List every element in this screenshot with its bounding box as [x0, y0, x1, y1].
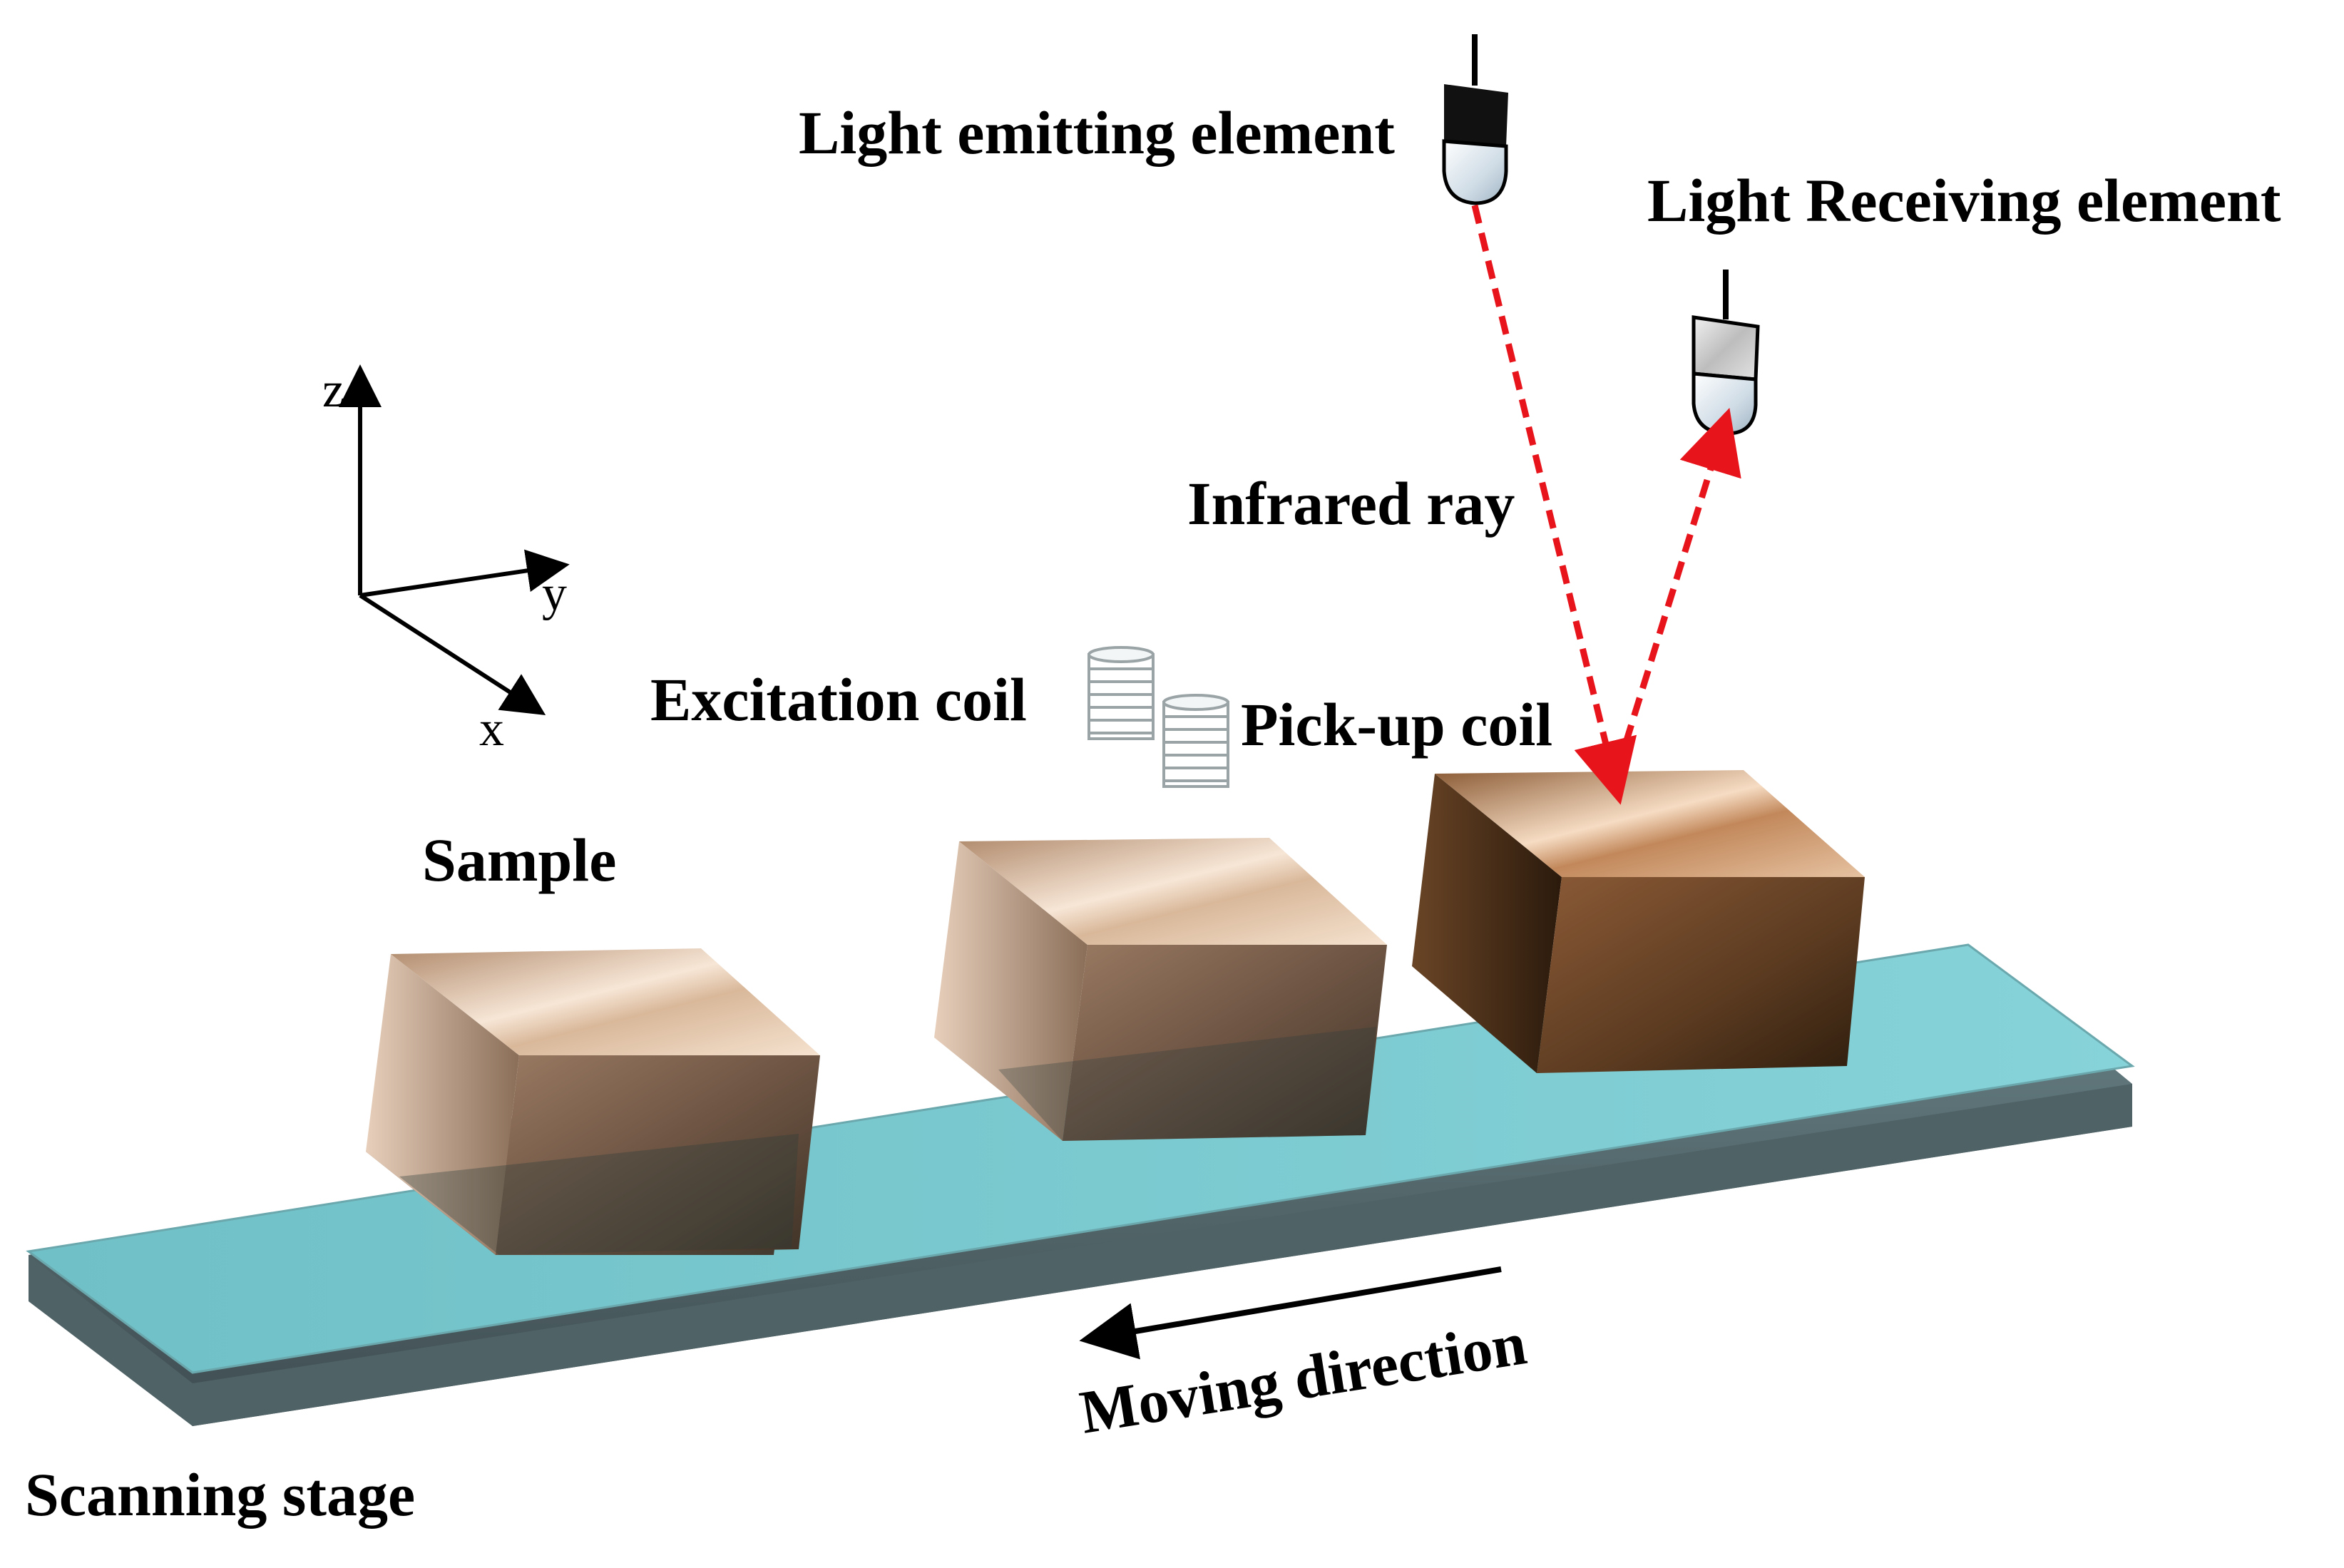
block-1-right — [496, 1055, 820, 1255]
light-emitting-element — [1442, 34, 1508, 205]
label-excitation-coil: Excitation coil — [650, 665, 1027, 734]
block-2-top — [959, 838, 1387, 945]
label-infrared-ray: Infrared ray — [1187, 469, 1515, 538]
x-axis-label: x — [479, 702, 504, 757]
x-axis — [359, 593, 546, 716]
block-3-left — [1412, 774, 1562, 1073]
sample-block-2 — [934, 838, 1387, 1141]
block-3-right — [1537, 877, 1865, 1073]
block-1-top — [391, 948, 820, 1055]
coordinate-axes: z y x — [322, 363, 570, 757]
label-light-receiving-element: Light Receiving element — [1647, 166, 2281, 235]
moving-direction-arrow — [1079, 1266, 1502, 1360]
incident-ray — [1471, 204, 1637, 805]
label-scanning-stage: Scanning stage — [25, 1460, 415, 1529]
sample-block-3 — [1412, 770, 1865, 1073]
excitation-coil — [1087, 646, 1155, 740]
block-2-left — [934, 841, 1087, 1141]
block-2-right — [1063, 945, 1387, 1141]
stage-front-face — [29, 1084, 2132, 1426]
block-3-top — [1435, 770, 1865, 877]
block-1-left — [366, 954, 519, 1255]
light-receiving-element — [1692, 270, 1760, 436]
label-sample: Sample — [422, 826, 616, 894]
reflected-ray — [1614, 408, 1741, 772]
sample-block-1 — [366, 948, 820, 1255]
infrared-ray — [1471, 204, 1741, 805]
label-pick-up-coil: Pick-up coil — [1241, 690, 1552, 759]
pick-up-coil — [1162, 694, 1229, 788]
label-light-emitting-element: Light emitting element — [799, 98, 1395, 167]
y-axis — [359, 549, 570, 598]
z-axis-label: z — [322, 363, 344, 418]
y-axis-label: y — [542, 566, 567, 621]
